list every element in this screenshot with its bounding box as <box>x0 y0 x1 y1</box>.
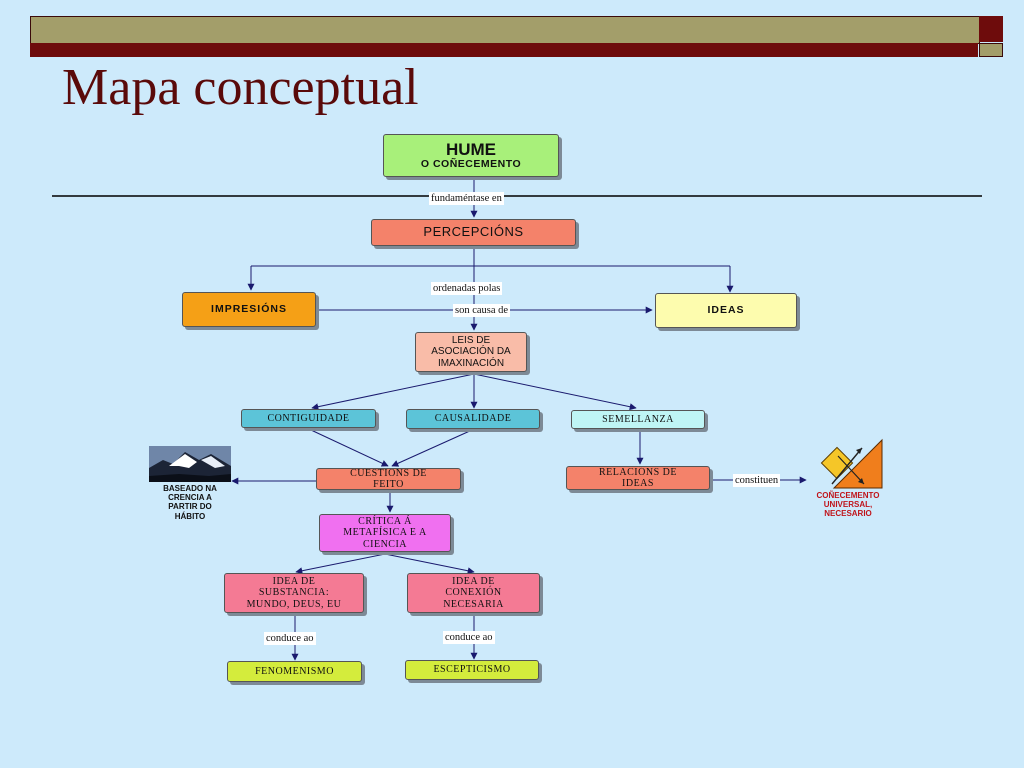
header-bar-bottom <box>30 43 978 57</box>
mountain-caption-line2: CRENCIA A <box>168 493 212 503</box>
node-leis-line1: LEIS DE <box>451 335 491 347</box>
link-label-conduce-right: conduce ao <box>443 631 495 644</box>
node-hume-title: HUME <box>445 140 497 160</box>
node-conexion: IDEA DE CONEXIÓN NECESARIA <box>407 573 540 613</box>
node-impresions: IMPRESIÓNS <box>182 292 316 327</box>
link-label-ordenadas: ordenadas polas <box>431 282 503 295</box>
mountain-caption-line3: PARTIR DO <box>168 502 212 512</box>
node-percepcions-label: PERCEPCIÓNS <box>423 224 524 240</box>
node-causalidade: CAUSALIDADE <box>406 409 540 429</box>
node-leis-line2: ASOCIACIÓN DA <box>431 346 511 358</box>
node-leis: LEIS DE ASOCIACIÓN DA IMAXINACIÓN <box>415 332 527 372</box>
node-impresions-label: IMPRESIÓNS <box>211 302 287 315</box>
node-percepcions: PERCEPCIÓNS <box>371 219 576 246</box>
geometry-caption-line2: UNIVERSAL, <box>823 500 873 510</box>
geometry-caption: COÑECEMENTO UNIVERSAL, NECESARIO <box>802 491 894 519</box>
node-substancia-line3: MUNDO, DEUS, EU <box>246 598 342 610</box>
node-semellanza: SEMELLANZA <box>571 410 705 429</box>
node-leis-line3: IMAXINACIÓN <box>437 357 505 369</box>
link-label-conduce-left: conduce ao <box>264 632 316 645</box>
node-escepticismo: ESCEPTICISMO <box>405 660 539 680</box>
node-substancia-line1: IDEA DE <box>272 576 316 588</box>
mountain-caption-line4: HÁBITO <box>174 511 206 521</box>
node-conexion-line2: CONEXIÓN <box>445 587 502 599</box>
node-hume-subtitle: O COÑECEMENTO <box>420 158 522 171</box>
link-label-son-causa: son causa de <box>453 304 511 317</box>
node-causalidade-label: CAUSALIDADE <box>434 413 512 425</box>
node-substancia-line2: SUBSTANCIA: <box>258 587 330 599</box>
mountain-icon <box>149 446 231 482</box>
geometry-caption-line1: COÑECEMENTO <box>816 491 880 500</box>
node-semellanza-label: SEMELLANZA <box>602 413 674 425</box>
node-critica: CRÍTICA Á METAFÍSICA E A CIENCIA <box>319 514 451 552</box>
header-square-dark <box>979 16 1003 42</box>
node-ideas: IDEAS <box>655 293 797 328</box>
node-relacions-line1: RELACIÓNS DE <box>599 466 677 478</box>
node-critica-line2: METAFÍSICA E A <box>343 527 427 539</box>
node-cuestions: CUESTIÓNS DE FEITO <box>316 468 461 490</box>
node-conexion-line1: IDEA DE <box>452 576 495 588</box>
node-critica-line3: CIENCIA <box>362 538 408 550</box>
node-cuestions-line1: CUESTIÓNS DE <box>350 468 427 479</box>
mountain-caption-line1: BASEADO NA <box>163 484 217 493</box>
node-contiguidade: CONTIGUIDADE <box>241 409 376 428</box>
node-fenomenismo: FENOMENISMO <box>227 661 362 682</box>
slide-title: Mapa conceptual <box>62 59 419 116</box>
node-relacions: RELACIÓNS DE IDEAS <box>566 466 710 490</box>
header-square-light <box>979 43 1003 57</box>
node-critica-line1: CRÍTICA Á <box>358 516 412 528</box>
geometry-caption-line3: NECESARIO <box>824 509 872 519</box>
node-substancia: IDEA DE SUBSTANCIA: MUNDO, DEUS, EU <box>224 573 364 613</box>
geometry-icon <box>820 438 883 489</box>
node-fenomenismo-label: FENOMENISMO <box>255 665 334 677</box>
node-escepticismo-label: ESCEPTICISMO <box>433 664 511 676</box>
node-ideas-label: IDEAS <box>707 303 745 316</box>
node-hume: HUME O COÑECEMENTO <box>383 134 559 177</box>
link-label-fundamentase: fundaméntase en <box>429 192 504 205</box>
node-relacions-line2: IDEAS <box>622 478 654 489</box>
node-cuestions-line2: FEITO <box>373 479 404 490</box>
link-label-constituen: constituen <box>733 474 781 487</box>
node-conexion-line3: NECESARIA <box>443 598 504 610</box>
mountain-caption: BASEADO NA CRENCIA A PARTIR DO HÁBITO <box>146 484 234 521</box>
node-contiguidade-label: CONTIGUIDADE <box>267 412 350 424</box>
